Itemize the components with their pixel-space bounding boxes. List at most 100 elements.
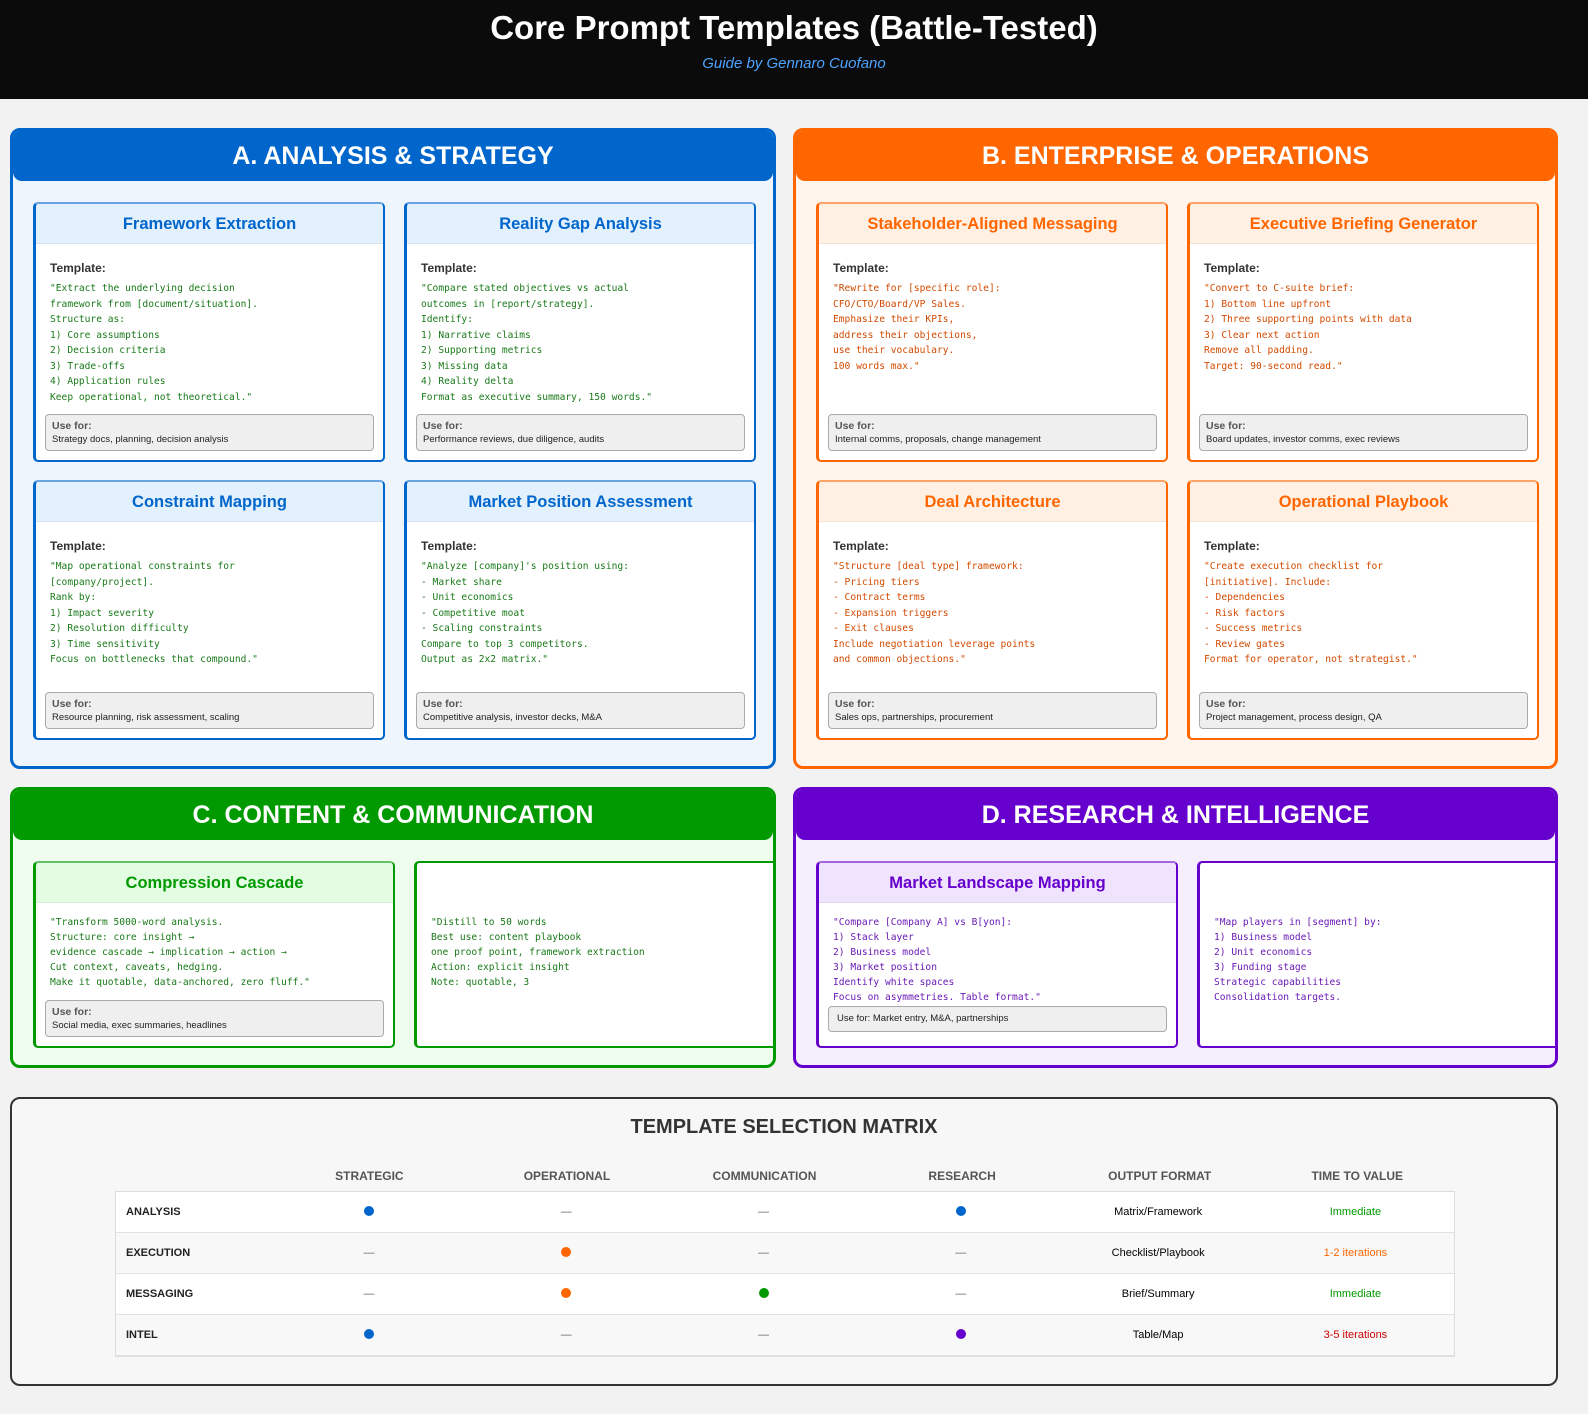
column-header: OUTPUT FORMAT — [1108, 1169, 1212, 1183]
use-for-box: Use for: Market entry, M&A, partnerships — [828, 1006, 1167, 1032]
output-format: Brief/Summary — [1121, 1288, 1195, 1300]
matrix-cell: — — [270, 1247, 467, 1259]
section-title: D. RESEARCH & INTELLIGENCE — [796, 790, 1555, 840]
dash: — — [758, 1329, 770, 1341]
template-label: Template: — [421, 539, 477, 553]
template-text: "Compare [Company A] vs B[yon]: 1) Stack… — [833, 917, 1041, 1003]
card-title: Framework Extraction — [36, 204, 383, 244]
card-title: Market Position Assessment — [407, 482, 754, 522]
matrix-title: TEMPLATE SELECTION MATRIX — [630, 1116, 938, 1138]
use-for-box: Use for: Strategy docs, planning, decisio… — [45, 414, 374, 451]
use-for-label: Use for: — [52, 698, 92, 710]
template-label: Template: — [50, 539, 106, 553]
template-text: "Extract the underlying decision framewo… — [50, 283, 258, 403]
card-title: Deal Architecture — [819, 482, 1166, 522]
use-for-text: Social media, exec summaries, headlines — [52, 1020, 227, 1031]
dash: — — [363, 1247, 375, 1259]
template-text: "Structure [deal type] framework: - Pric… — [833, 561, 1036, 665]
use-for-text: Board updates, investor comms, exec revi… — [1206, 434, 1400, 445]
indicator-dot — [955, 1205, 966, 1216]
use-for-box: Use for: Board updates, investor comms, e… — [1199, 414, 1528, 451]
matrix-corner — [116, 1169, 271, 1183]
template-label: Template: — [1204, 261, 1260, 275]
section-title: B. ENTERPRISE & OPERATIONS — [796, 131, 1555, 181]
indicator-dot — [758, 1287, 769, 1298]
dash: — — [560, 1329, 572, 1341]
card-title: Reality Gap Analysis — [407, 204, 754, 244]
use-for-text: Performance reviews, due diligence, audi… — [423, 434, 605, 445]
output-format: Checklist/Playbook — [1111, 1247, 1205, 1259]
row-label: INTEL — [126, 1329, 158, 1341]
row-label: MESSAGING — [126, 1288, 194, 1300]
row-label: ANALYSIS — [126, 1206, 181, 1218]
template-text: "Compare stated objectives vs actual out… — [421, 283, 653, 403]
matrix-cell: — — [665, 1329, 862, 1341]
use-for-box: Use for: Competitive analysis, investor d… — [416, 692, 745, 729]
matrix-cell: — — [665, 1206, 862, 1218]
template-variant-card: "Map players in [segment] by: 1) Busines… — [1197, 861, 1555, 1048]
section-title: C. CONTENT & COMMUNICATION — [13, 790, 773, 840]
use-for-label: Use for: — [835, 420, 875, 432]
matrix-cell — [862, 1205, 1059, 1219]
dash: — — [955, 1247, 967, 1259]
template-text-overlay: "Distill to 50 words Best use: content p… — [431, 917, 645, 988]
template-label: Template: — [50, 261, 106, 275]
matrix-cell — [468, 1246, 665, 1260]
template-card: Market Landscape Mapping"Compare [Compan… — [816, 861, 1178, 1048]
time-to-value: Immediate — [1329, 1206, 1382, 1218]
section-title: A. ANALYSIS & STRATEGY — [13, 131, 773, 181]
section-research-intelligence: D. RESEARCH & INTELLIGENCE Market Landsca… — [793, 787, 1558, 1068]
template-text: "Create execution checklist for [initiat… — [1204, 561, 1418, 665]
card-title: Constraint Mapping — [36, 482, 383, 522]
matrix-cell: — — [468, 1206, 665, 1218]
dash: — — [560, 1206, 572, 1218]
indicator-dot — [363, 1205, 374, 1216]
matrix-cell: — — [862, 1288, 1059, 1300]
indicator-dot — [561, 1246, 572, 1257]
section-content-communication: C. CONTENT & COMMUNICATION Compression Ca… — [10, 787, 776, 1068]
use-for-box: Use for:Resource planning, risk assessme… — [45, 692, 374, 729]
template-text: "Rewrite for [specific role]: CFO/CTO/Bo… — [833, 283, 1001, 372]
row-label: EXECUTION — [126, 1247, 191, 1259]
use-for-text: Competitive analysis, investor decks, M&… — [423, 712, 602, 723]
use-for-text: Project management, process design, QA — [1206, 712, 1382, 723]
page-title: Core Prompt Templates (Battle-Tested) — [490, 9, 1098, 46]
use-for-label: Use for: — [423, 698, 463, 710]
indicator-dot — [561, 1287, 572, 1298]
template-card: Compression Cascade"Transform 5000-word … — [33, 861, 395, 1048]
template-variant-card: "Distill to 50 words Best use: content p… — [414, 861, 773, 1048]
matrix-cell — [270, 1328, 467, 1342]
use-for-label: Use for: — [52, 420, 92, 432]
template-text: "Map operational constraints for [compan… — [50, 561, 258, 665]
page-subtitle: Guide by Gennaro Cuofano — [702, 55, 886, 72]
indicator-dot — [955, 1328, 966, 1339]
matrix-cell — [665, 1287, 862, 1301]
template-text-overlay: "Map players in [segment] by: 1) Busines… — [1214, 917, 1382, 1003]
use-for-text: Strategy docs, planning, decision analys… — [52, 434, 229, 445]
column-header: RESEARCH — [928, 1169, 996, 1183]
template-text: "Analyze [company]'s position using: - M… — [421, 561, 629, 665]
template-text: "Convert to C-suite brief: 1) Bottom lin… — [1204, 283, 1412, 372]
matrix-cell — [270, 1205, 467, 1219]
matrix-cell — [468, 1287, 665, 1301]
use-for-box: Use for:Project management, process desi… — [1199, 692, 1528, 729]
use-for-label: Use for: — [1206, 420, 1246, 432]
matrix-cell: — — [862, 1247, 1059, 1259]
dash: — — [955, 1288, 967, 1300]
time-to-value: 3-5 iterations — [1323, 1329, 1388, 1341]
template-text: "Transform 5000-word analysis. Structure… — [50, 917, 310, 988]
time-to-value: Immediate — [1329, 1288, 1382, 1300]
use-for-text: Internal comms, proposals, change manage… — [835, 434, 1041, 445]
use-for-text: Sales ops, partnerships, procurement — [835, 712, 993, 723]
